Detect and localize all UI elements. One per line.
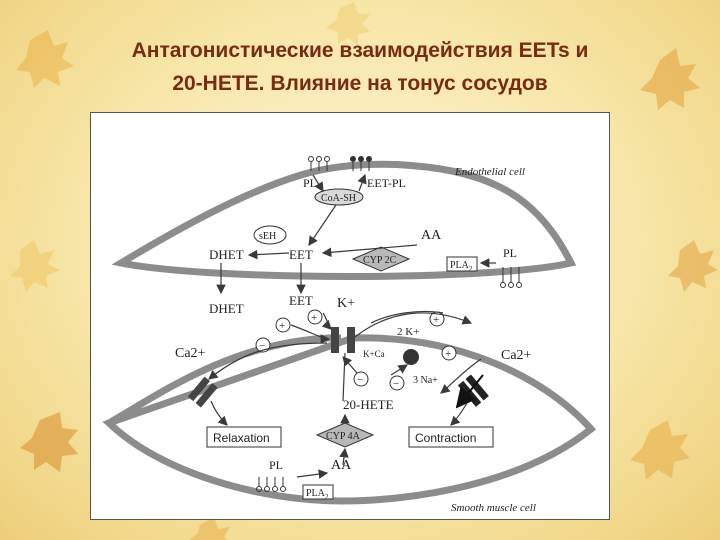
contraction-box — [408, 426, 494, 448]
smc-pl: PL — [269, 458, 283, 472]
smc-cyp4a: CYP 4A — [326, 431, 361, 442]
endothelial-membrane — [111, 160, 577, 280]
na-k-pump — [403, 349, 419, 365]
cyp2c-enzyme — [351, 246, 411, 272]
smc-contraction: Contraction — [415, 431, 476, 445]
cyp4a-enzyme — [315, 422, 375, 448]
endo-cyp2c: CYP 2C — [363, 255, 397, 266]
endo-coa-sh: CoA-SH — [321, 193, 356, 204]
coa-sh-box — [314, 188, 364, 206]
svg-text:+: + — [279, 320, 285, 332]
seh-enzyme — [253, 225, 287, 245]
smc-arrows — [208, 310, 482, 479]
gap-dhet: DHET — [209, 301, 244, 316]
endo-dhet: DHET — [209, 247, 244, 262]
ca-influx-arrow — [455, 374, 484, 409]
slide-title: Антагонистические взаимодействия EETs и … — [20, 34, 700, 100]
kca-channel-b — [347, 327, 355, 353]
smc-hete: 20-HETE — [343, 397, 394, 412]
endo-seh: sEH — [259, 231, 276, 242]
smc-pla2: PLA2 — [306, 488, 329, 501]
smc-aa: AA — [331, 458, 352, 473]
endo-eet-pl: EET-PL — [367, 176, 406, 190]
slide-title-line1: Антагонистические взаимодействия EETs и — [131, 39, 589, 62]
smc-pla2-box — [302, 484, 334, 500]
ca-channel-right-icon — [457, 374, 489, 407]
ca-channel-left-icon — [187, 376, 218, 408]
smc-relaxation: Relaxation — [213, 431, 270, 445]
relaxation-box — [206, 426, 282, 448]
svg-text:−: − — [357, 374, 363, 386]
endo-aa: AA — [421, 228, 442, 243]
svg-text:−: − — [393, 378, 399, 390]
endothelial-cell-label: Endothelial cell — [454, 166, 525, 178]
signal-markers: + + − + + − − — [255, 309, 457, 391]
svg-text:+: + — [433, 314, 439, 326]
smc-phospholipid-icon — [256, 477, 286, 492]
endo-eet: EET — [289, 247, 313, 262]
smc-kca: K+Ca — [363, 349, 385, 359]
pathway-figure: Endothelial cell Smooth muscle cell PL E… — [90, 112, 610, 520]
svg-text:+: + — [445, 348, 451, 360]
phospholipid-icon — [308, 156, 330, 171]
smc-ca-right: Ca2+ — [501, 348, 532, 363]
endo-arrows — [216, 173, 496, 295]
endo-pl-right: PL — [503, 246, 517, 260]
svg-text:−: − — [259, 340, 265, 352]
endo-pl-left: PL — [303, 176, 317, 190]
smc-three-na: 3 Na+ — [413, 375, 438, 386]
kca-channel — [331, 327, 339, 353]
smc-ca-left: Ca2+ — [175, 346, 206, 361]
endo-pla2-box — [446, 256, 478, 272]
smooth-muscle-cell-label: Smooth muscle cell — [451, 502, 536, 514]
endo-pla2: PLA2 — [450, 260, 473, 273]
gap-k-plus: K+ — [337, 296, 355, 311]
eet-phospholipid-icon — [350, 156, 372, 171]
svg-text:+: + — [311, 312, 317, 324]
smooth-muscle-membrane — [102, 334, 597, 505]
pathway-diagram: Endothelial cell Smooth muscle cell PL E… — [102, 156, 597, 514]
slide-title-line2: 20-HETE. Влияние на тонус сосудов — [172, 72, 548, 95]
gap-eet: EET — [289, 293, 313, 308]
smc-two-k: 2 K+ — [397, 326, 419, 338]
phospholipid-icon-right — [500, 267, 522, 288]
